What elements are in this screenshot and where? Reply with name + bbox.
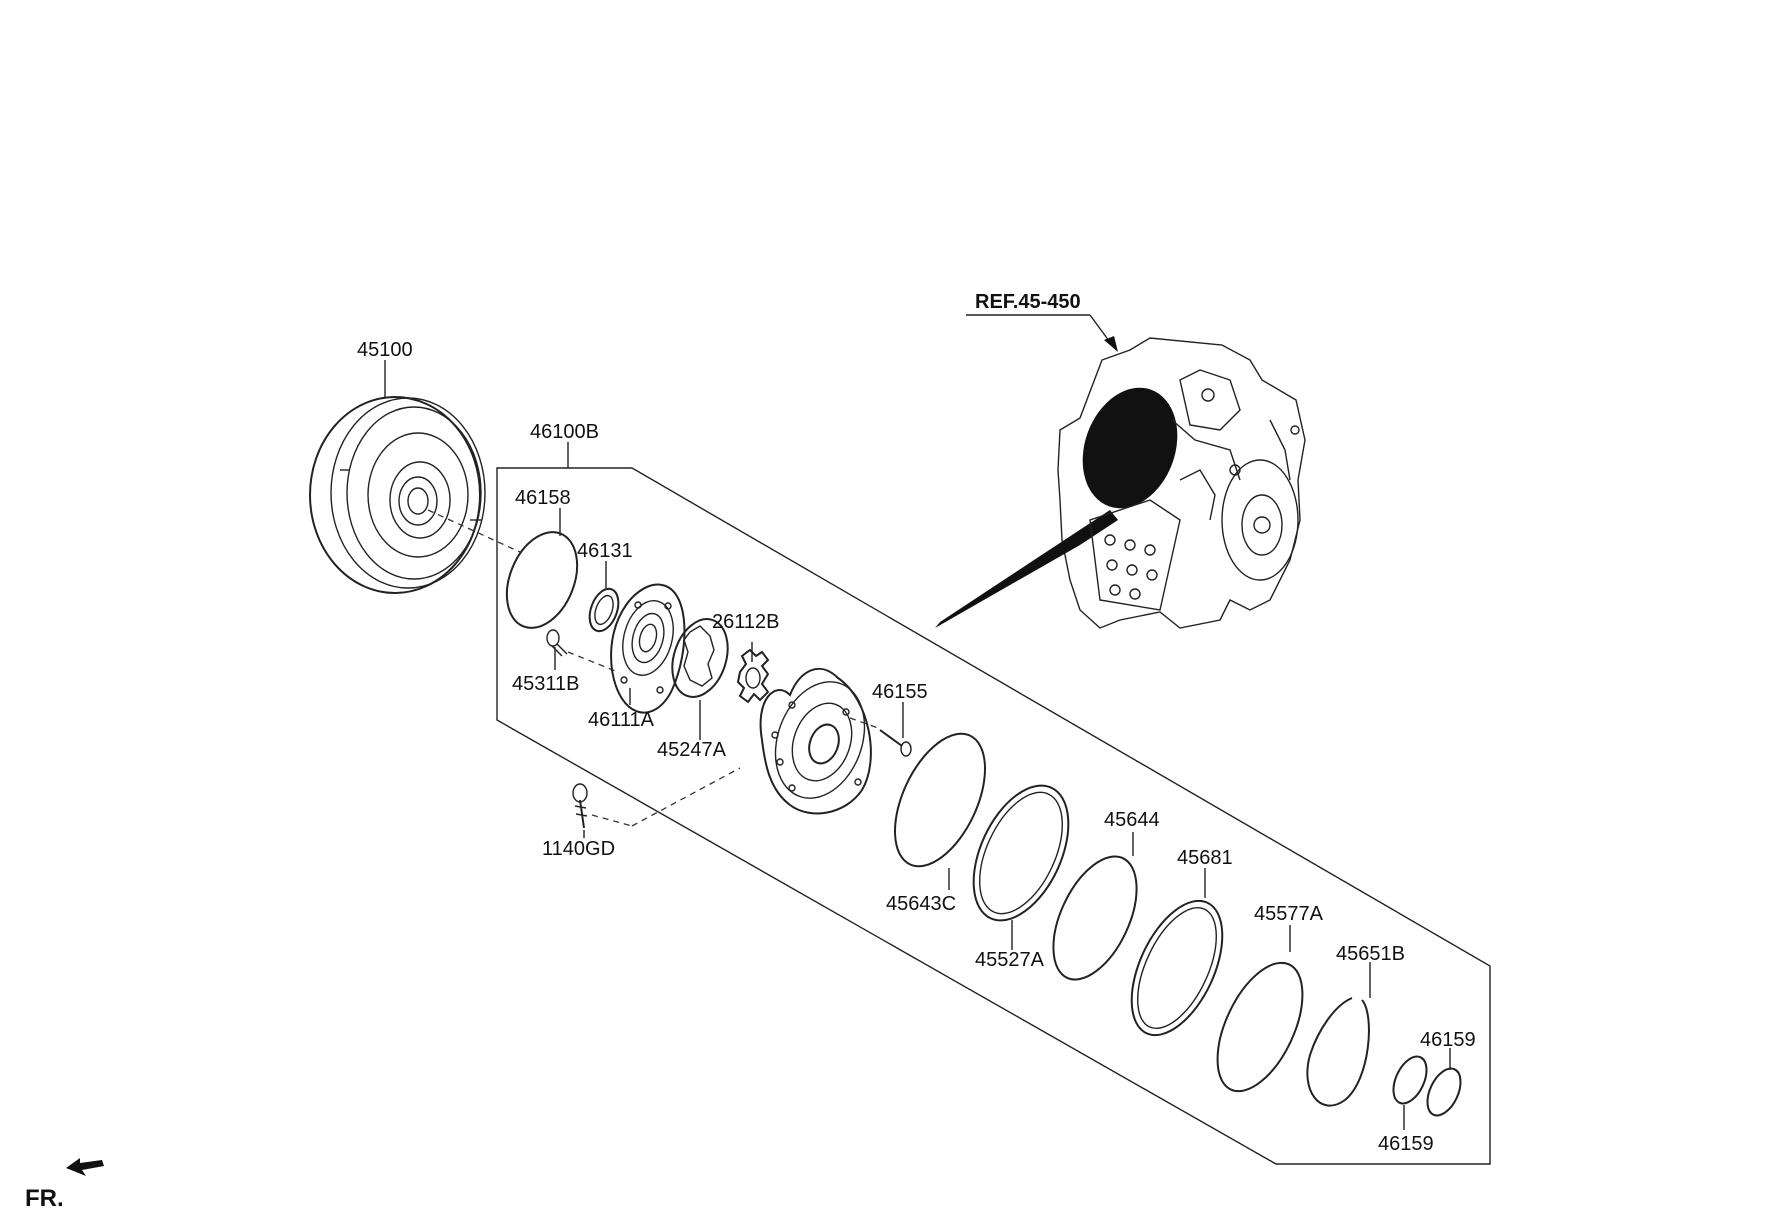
label-45643C: 45643C — [886, 893, 956, 915]
label-45100: 45100 — [357, 339, 413, 361]
label-45644: 45644 — [1104, 809, 1160, 831]
label-1140GD: 1140GD — [542, 838, 615, 860]
label-45651B: 45651B — [1336, 943, 1405, 965]
label-46159-a: 46159 — [1378, 1133, 1434, 1155]
label-46131: 46131 — [577, 540, 633, 562]
o-ring-46158 — [505, 531, 579, 629]
snap-ring-45651B — [1306, 997, 1370, 1107]
front-label: FR. — [25, 1185, 64, 1211]
torque-converter — [309, 396, 486, 594]
bolt-45311B — [546, 629, 568, 657]
label-45577A: 45577A — [1254, 903, 1324, 925]
bolt-46155 — [879, 729, 912, 757]
dash-bolt-to-housing-2 — [631, 767, 741, 827]
label-45247A: 45247A — [657, 739, 727, 761]
small-ring-46159-b — [1426, 1067, 1462, 1117]
label-46159-b: 46159 — [1420, 1029, 1476, 1051]
label-46100B: 46100B — [530, 421, 599, 443]
dash-bolt-to-plate — [567, 651, 619, 673]
oil-seal-46131 — [588, 587, 620, 633]
pump-cover-46111A — [610, 583, 686, 714]
inner-gear-26112B — [736, 648, 770, 704]
label-46111A: 46111A — [588, 709, 655, 731]
label-46158: 46158 — [515, 487, 571, 509]
label-46155: 46155 — [872, 681, 928, 703]
ring-45577A — [1216, 961, 1304, 1093]
outer-gear-45247A — [671, 618, 729, 698]
label-45527A: 45527A — [975, 949, 1045, 971]
front-arrow-icon — [66, 1158, 104, 1176]
bolt-1140GD — [572, 783, 588, 829]
label-26112B: 26112B — [712, 611, 779, 633]
small-ring-46159-a — [1392, 1055, 1428, 1105]
dash-converter-to-oring — [427, 509, 521, 553]
ring-45527A — [972, 784, 1070, 922]
ref-arrowhead — [1104, 336, 1118, 352]
ring-45681 — [1130, 899, 1224, 1037]
assembly-group-outline — [496, 467, 1491, 1165]
transaxle-illustration — [935, 337, 1306, 629]
ref-label: REF.45-450 — [975, 291, 1081, 313]
oil-pump-housing — [759, 667, 872, 815]
label-45681: 45681 — [1177, 847, 1233, 869]
seal-ring-45643C — [894, 732, 986, 868]
ring-45644 — [1052, 855, 1138, 981]
dash-housing-to-bolt — [849, 717, 879, 729]
label-45311B: 45311B — [512, 673, 579, 695]
dash-bolt-to-housing — [591, 814, 633, 827]
